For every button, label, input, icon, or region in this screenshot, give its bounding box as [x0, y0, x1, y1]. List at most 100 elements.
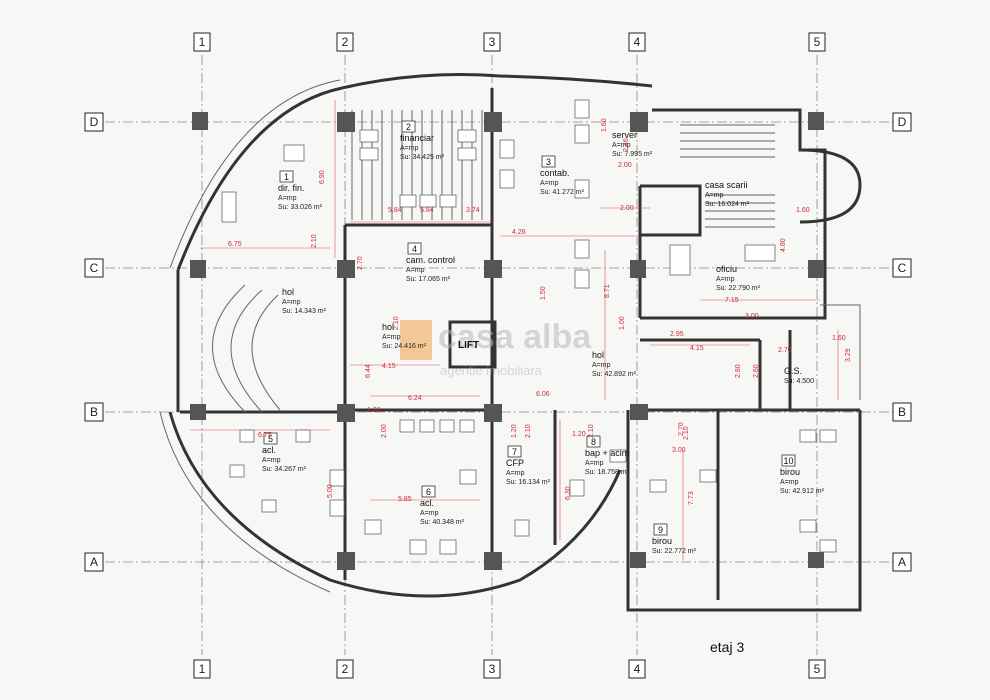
room-name: dir. fin.: [278, 183, 305, 193]
dimension-label: 2.95: [670, 331, 684, 338]
room-name: oficiu: [716, 264, 737, 274]
room-name: contab.: [540, 168, 570, 178]
dimension-label: 5.84: [420, 207, 434, 214]
room-area: Su: 42.892 m²: [592, 371, 637, 378]
room-area: Su: 42.912 m²: [780, 488, 825, 495]
grid-col-label: 5: [814, 35, 821, 49]
room-number: 7: [512, 447, 517, 457]
dimension-label: 4.15: [382, 363, 396, 370]
room-name: birou: [652, 536, 672, 546]
room-number-box: [507, 445, 522, 458]
dimension-label: 2.70: [778, 347, 792, 354]
dimension-label: 1.50: [540, 286, 547, 300]
dimension-label: 4.80: [780, 238, 787, 252]
dimension-label: 6.24: [408, 395, 422, 402]
grid-row-label: B: [898, 405, 906, 419]
grid-col-markers-top: 1 2 3 4 5: [193, 32, 826, 52]
dimension-label: 2.60: [753, 364, 760, 378]
lift-label: LIFT: [458, 340, 479, 351]
dimension-label: 6.75: [258, 432, 272, 439]
dimension-label: 6.06: [536, 391, 550, 398]
dimension-label: 2.10: [393, 316, 400, 330]
room-number: 5: [268, 434, 273, 444]
grid-col-label: 1: [199, 662, 206, 676]
room-type: A=mp: [406, 267, 425, 274]
dimension-label: 2.00: [620, 205, 634, 212]
dimension-label: 3.00: [745, 313, 759, 320]
room-area: Su: 22.772 m²: [652, 548, 697, 555]
room-type: A=mp: [585, 460, 604, 467]
dimension-label: 2.10: [311, 234, 318, 248]
dimension-label: 2.00: [381, 424, 388, 438]
room-type: A=mp: [780, 479, 799, 486]
stair-hatching: [680, 124, 775, 228]
grid-col-label: 5: [814, 662, 821, 676]
room-number: 3: [546, 157, 551, 167]
room-number-box: [586, 435, 601, 448]
dimension-label: 6.30: [565, 486, 572, 500]
grid-row-label: D: [898, 115, 907, 129]
dimension-label: 1.20: [367, 407, 381, 414]
dimension-label: 7.15: [725, 297, 739, 304]
room-number: 6: [426, 487, 431, 497]
room-area: Su: 34.425 m²: [400, 154, 445, 161]
room-number-box: [263, 432, 278, 445]
room-type: A=mp: [540, 180, 559, 187]
room-name: acl.: [262, 445, 276, 455]
room-name: hol: [592, 350, 604, 360]
dimension-label: 1.20: [572, 431, 586, 438]
dimension-label: 1.60: [832, 335, 846, 342]
floor-label: etaj 3: [710, 639, 744, 655]
room-number-box: [653, 523, 668, 536]
room-name: G.S.: [784, 366, 802, 376]
room-name: hol: [382, 322, 394, 332]
dimension-label: 8.71: [604, 284, 611, 298]
room-name: bap + acim: [585, 448, 629, 458]
room-area: Su: 17.065 m²: [406, 276, 451, 283]
dimension-label: 2.10: [683, 426, 690, 440]
grid-row-label: C: [898, 261, 907, 275]
room-area: Su: 16.024 m²: [705, 201, 750, 208]
room-name: financiar: [400, 133, 434, 143]
dimension-lines: [190, 100, 839, 560]
grid-row-label: A: [898, 555, 906, 569]
dimension-label: 2.70: [678, 422, 685, 436]
grid-col-markers-bottom: 1 2 3 4 5: [193, 659, 826, 679]
dimension-label: 7.73: [688, 491, 695, 505]
dimension-label: 3.74: [466, 207, 480, 214]
dimension-label: 4.15: [690, 345, 704, 352]
building-walls: [159, 73, 862, 612]
grid-row-label: A: [90, 555, 98, 569]
room-type: A=mp: [400, 145, 419, 152]
dimension-label: 5.85: [398, 496, 412, 503]
room-number-box: [541, 155, 556, 168]
room-number: 10: [783, 456, 793, 466]
grid-col-label: 2: [342, 35, 349, 49]
structural-columns: [190, 112, 824, 570]
room-type: A=mp: [716, 276, 735, 283]
grid-col-label: 3: [489, 35, 496, 49]
room-number: 4: [412, 244, 417, 254]
dimension-label: 2.10: [525, 424, 532, 438]
dimension-label: 1.60: [601, 118, 608, 132]
room-number: 8: [591, 437, 596, 447]
room-number: 1: [284, 172, 289, 182]
grid-col-label: 3: [489, 662, 496, 676]
room-number-box: [781, 454, 796, 467]
room-type: A=mp: [592, 362, 611, 369]
room-name: acl.: [420, 498, 434, 508]
room-area: Su: 4.500: [784, 378, 814, 385]
room-number-box: [279, 170, 294, 183]
room-type: A=mp: [420, 510, 439, 517]
dimension-label: 2.46: [623, 138, 630, 152]
room-area: Su: 18.758 m²: [585, 469, 630, 476]
watermark-tagline: agentie imobiliara: [440, 363, 543, 378]
dimension-label: 4.26: [512, 229, 526, 236]
room-type: A=mp: [382, 334, 401, 341]
room-area: Su: 33.026 m²: [278, 204, 323, 211]
room-area: Su: 34.267 m²: [262, 466, 307, 473]
room-area: Su: 24.416 m²: [382, 343, 427, 350]
room-name: birou: [780, 467, 800, 477]
dimension-label: 2.70: [357, 256, 364, 270]
